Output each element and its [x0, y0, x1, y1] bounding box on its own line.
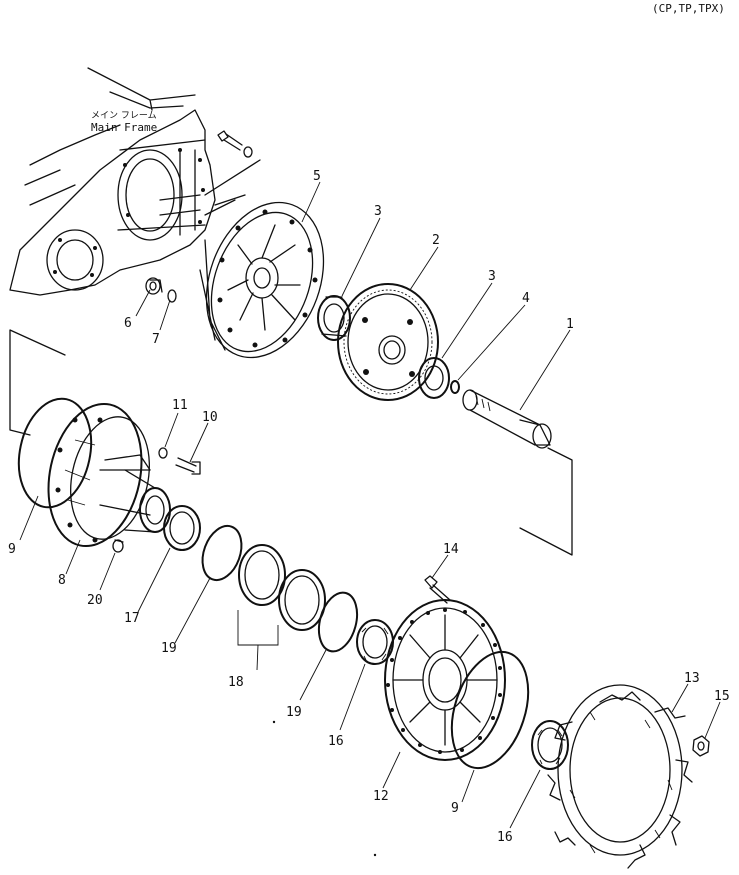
stray-dot: [272, 720, 276, 724]
main-frame: [9, 67, 261, 296]
callout-4: 4: [522, 291, 530, 306]
callout-17: 17: [124, 611, 140, 626]
leader-lines: [19, 181, 721, 829]
callout-9-right: 9: [451, 801, 459, 816]
callout-8: 8: [58, 573, 66, 588]
callout-15: 15: [714, 689, 730, 704]
part-11-washer: [158, 447, 168, 459]
part-13-sprocket-segments: [547, 684, 693, 869]
callout-numbers: 5 3 2 3 4 1 6 7 11 10 9 8 20 17 19 18 19…: [8, 169, 730, 845]
part-7-oring: [167, 289, 177, 303]
bracket-left: [9, 329, 66, 436]
part-9-oring-right: [450, 650, 530, 770]
part-8-carrier: [47, 402, 171, 548]
callout-14: 14: [443, 542, 459, 557]
part-17-seal: [163, 505, 201, 551]
part-19-oring-lower: [317, 591, 359, 653]
callout-13: 13: [684, 671, 700, 686]
part-4-ring: [450, 380, 460, 394]
stray-dot: [373, 853, 377, 857]
part-20-plug: [112, 539, 124, 553]
part-2-gear: [337, 283, 439, 401]
callout-2: 2: [432, 233, 440, 248]
part-18-seal-set: [238, 544, 326, 631]
callout-19-upper: 19: [161, 641, 177, 656]
callout-19-lower: 19: [286, 705, 302, 720]
callout-6: 6: [124, 316, 132, 331]
part-9-oring-left: [17, 397, 93, 509]
model-code: (CP,TP,TPX): [652, 2, 725, 15]
part-14-bolt: [424, 575, 451, 604]
callout-3-lower: 3: [488, 269, 496, 284]
callout-20: 20: [87, 593, 103, 608]
part-3-bearing-lower: [418, 357, 450, 399]
part-19-oring-upper: [201, 524, 243, 582]
part-16-bearing-right: [531, 720, 569, 770]
part-12-hub: [384, 599, 506, 761]
callout-3-upper: 3: [374, 204, 382, 219]
callout-18: 18: [228, 675, 244, 690]
bracket-right: [519, 447, 573, 556]
top-bolt: [217, 130, 253, 158]
part-1-shaft: [462, 389, 552, 449]
callout-11: 11: [172, 398, 188, 413]
part-6-plug: [145, 277, 163, 295]
callout-12: 12: [373, 789, 389, 804]
callout-1: 1: [566, 317, 574, 332]
callout-9-left: 9: [8, 542, 16, 557]
main-frame-label-jp: メイン フレーム: [91, 110, 157, 121]
main-frame-label-en: Main Frame: [91, 121, 157, 134]
callout-7: 7: [152, 332, 160, 347]
part-3-bearing-upper: [317, 295, 351, 341]
callout-16-left: 16: [328, 734, 344, 749]
callout-16-right: 16: [497, 830, 513, 845]
part-15-nut: [692, 735, 710, 757]
part-10-bolt: [175, 457, 201, 475]
callout-5: 5: [313, 169, 321, 184]
callout-10: 10: [202, 410, 218, 425]
part-5-housing: [199, 194, 325, 359]
